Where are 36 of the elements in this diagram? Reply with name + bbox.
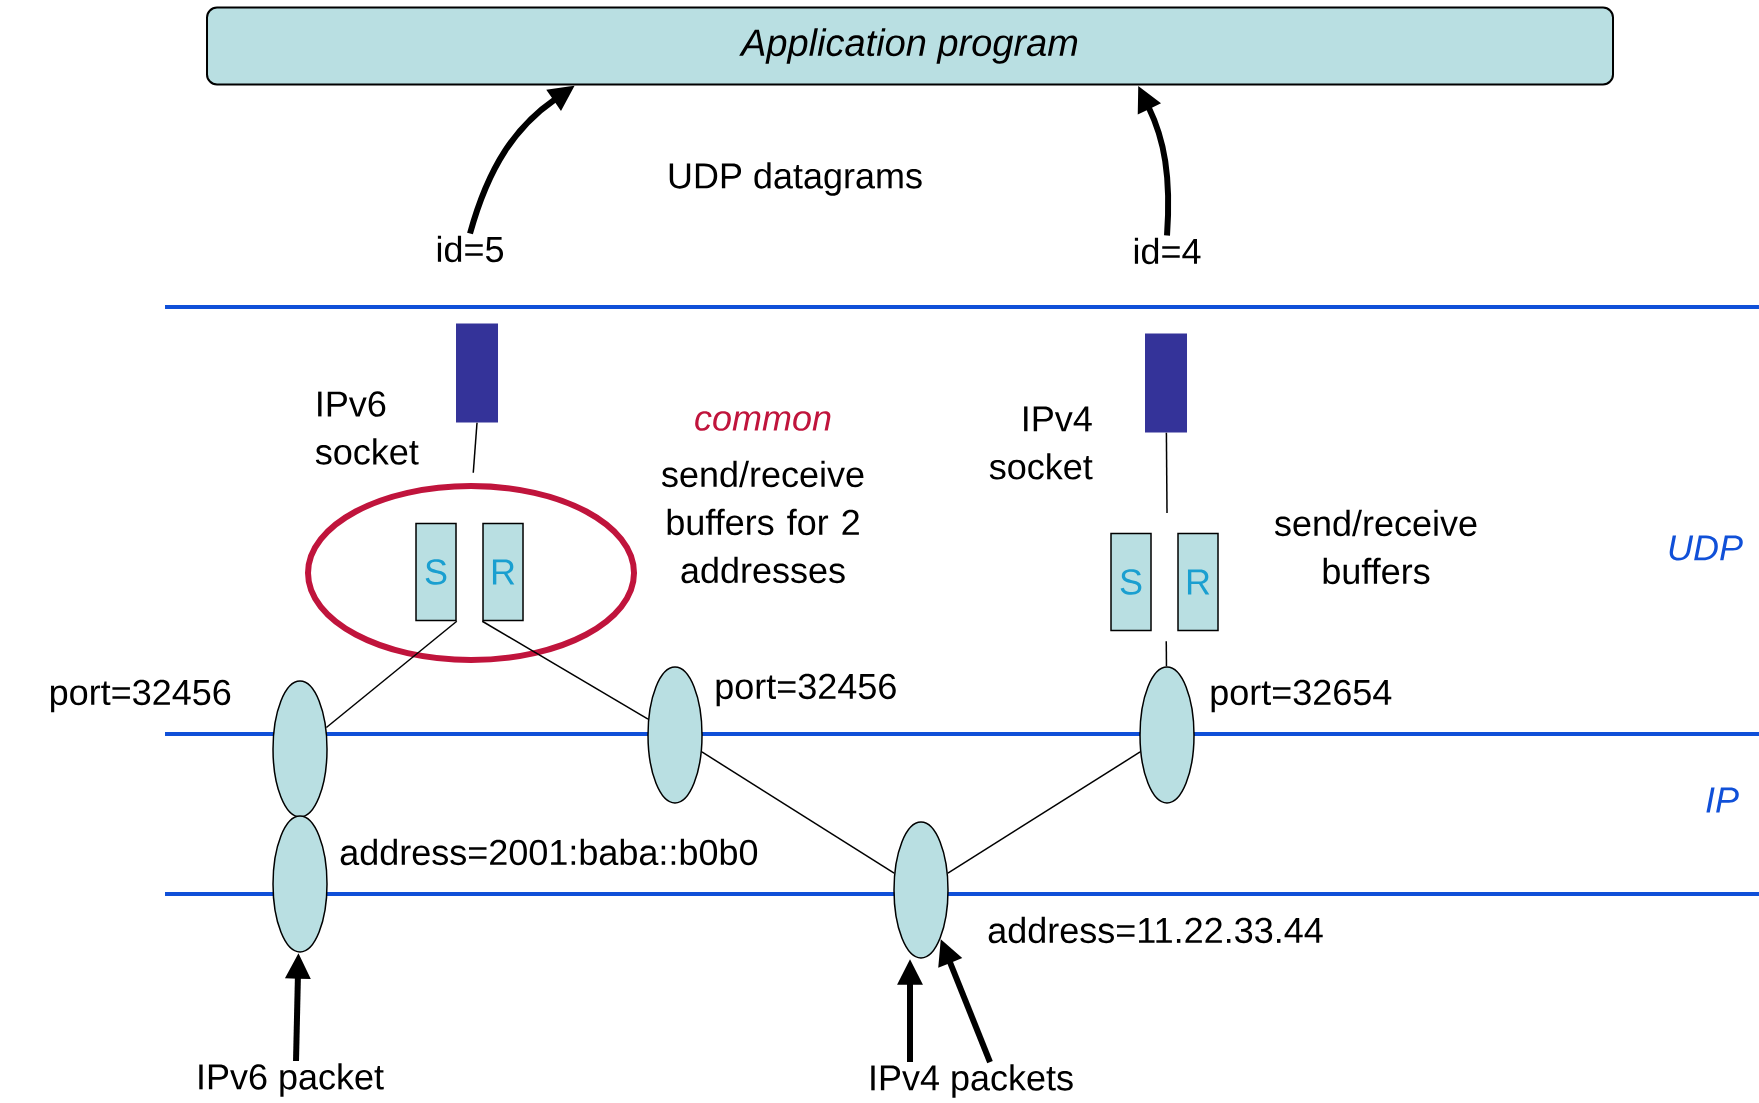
socket-bar: [456, 323, 498, 423]
buffer-box: R: [1177, 532, 1219, 632]
note-label: send/receive buffers for 2 addresses: [661, 460, 864, 584]
buffer-box: S: [415, 522, 457, 622]
connector-line: [325, 620, 458, 729]
port-label: port=32654: [1211, 679, 1392, 713]
connector-line: [472, 421, 478, 474]
note-label: send/receive buffers: [1274, 509, 1477, 585]
connector-line: [481, 620, 649, 720]
connector-line: [701, 751, 895, 874]
layer-label: IP: [1706, 787, 1739, 813]
connector-line: [947, 751, 1141, 874]
address-label: address=11.22.33.44: [988, 916, 1323, 944]
connector-line: [1165, 640, 1168, 667]
packet-label: IPv6 packet: [199, 1063, 384, 1097]
connector-line: [1165, 431, 1168, 514]
port-ellipse: [1139, 666, 1195, 804]
program-box: Application program: [206, 6, 1614, 86]
packet-label: IPv4 packets: [871, 1064, 1073, 1098]
socket-label: IPv6 socket: [315, 391, 419, 465]
layer-label: UDP: [1669, 535, 1743, 561]
socket-label: IPv4 socket: [989, 406, 1093, 480]
id-label: id=4: [1134, 237, 1201, 265]
address-ellipse: [272, 815, 328, 953]
socket-bar: [1145, 333, 1187, 433]
emphasis-label: common: [695, 411, 831, 431]
port-ellipse: [647, 666, 703, 804]
id-label: id=5: [437, 235, 503, 263]
port-label: port=32456: [50, 679, 231, 713]
port-label: port=32456: [716, 673, 896, 707]
buffer-box: S: [1110, 532, 1152, 632]
address-ellipse: [893, 821, 949, 959]
address-label: address=2001:baba::b0b0: [340, 838, 758, 866]
port-ellipse: [272, 680, 328, 818]
buffer-box: R: [482, 522, 524, 622]
heading-label: UDP datagrams: [669, 162, 922, 196]
